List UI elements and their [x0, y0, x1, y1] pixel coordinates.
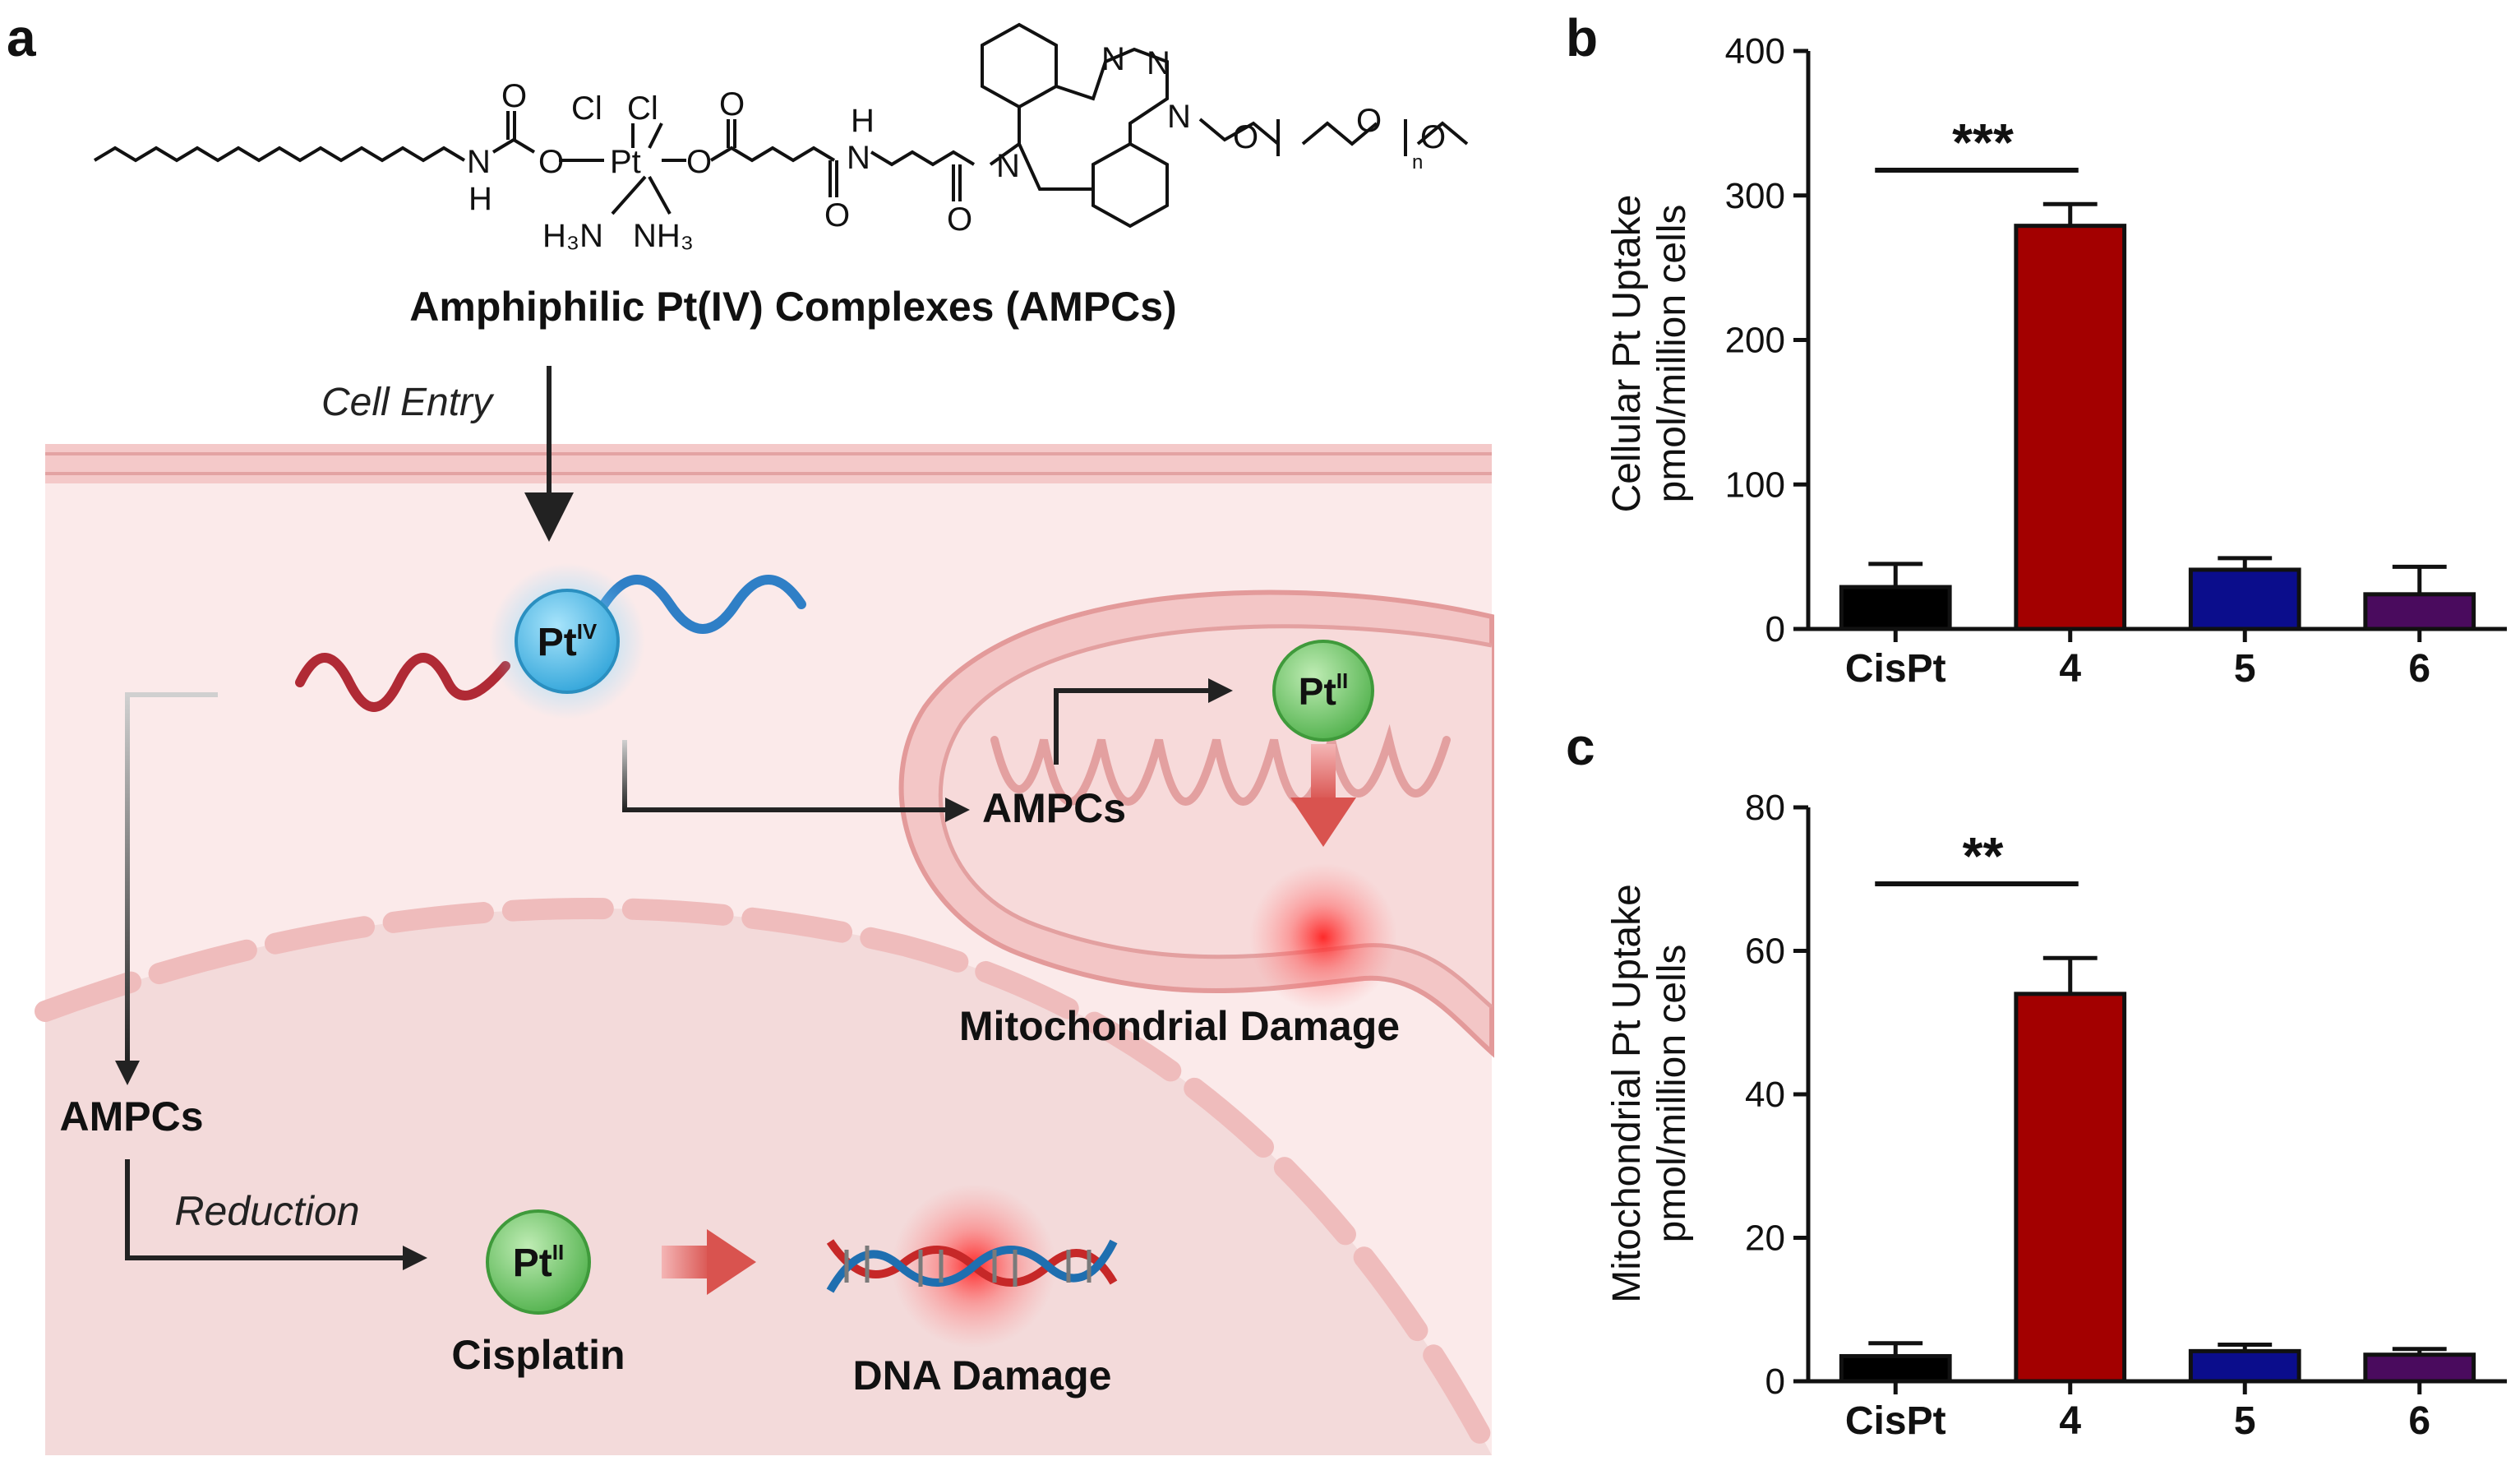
panel-label-b: b — [1566, 8, 1598, 67]
reduction-label: Reduction — [174, 1188, 359, 1234]
chart-cellular-uptake: b Cellular Pt Uptake pmol/million cells … — [1566, 8, 2507, 691]
svg-text:N: N — [996, 148, 1020, 184]
chart-c-bar-2 — [2188, 1348, 2301, 1384]
arrow-to-cytoplasm — [125, 692, 218, 1061]
svg-text:O: O — [1420, 119, 1446, 155]
chart-b-ytick-label-2: 200 — [1725, 321, 1785, 361]
arrow-to-pt-ii-mito — [1054, 688, 1208, 765]
molecule-title: Amphiphilic Pt(IV) Complexes (AMPCs) — [409, 284, 1176, 330]
nuclear-envelope — [35, 898, 1502, 1461]
chart-b-bar-0 — [1839, 585, 1952, 631]
panel-label-c: c — [1566, 717, 1595, 776]
chart-c-bar-0 — [1839, 1353, 1952, 1384]
ampcs-cyto-label: AMPCs — [59, 1093, 203, 1140]
plasma-membrane — [45, 444, 1492, 483]
mito-damage-arrow-shaft — [1311, 744, 1336, 802]
panel-label-a: a — [7, 8, 36, 67]
pt-ii-mito-sphere — [1272, 640, 1374, 742]
svg-text:Cl: Cl — [571, 90, 602, 127]
mito-damage-glow — [1249, 863, 1397, 1011]
arrow-to-mitochondria — [622, 740, 945, 812]
hydrophilic-tail — [599, 575, 806, 634]
chart-b-category-label-1: 4 — [2059, 647, 2081, 691]
svg-text:O: O — [686, 144, 712, 180]
svg-text:O: O — [501, 78, 527, 114]
chart-c-ytick-label-1: 20 — [1745, 1218, 1785, 1259]
svg-text:N: N — [1167, 99, 1191, 135]
svg-text:NH₃: NH₃ — [633, 218, 694, 254]
chart-mitochondrial-uptake: c Mitochondrial Pt Uptake pmol/million c… — [1566, 717, 2507, 1443]
svg-text:O: O — [947, 201, 972, 238]
chart-b-ylabel-1: Cellular Pt Uptake — [1605, 195, 1649, 513]
chart-c-category-label-1: 4 — [2059, 1399, 2081, 1443]
chart-c-ylabel-2: pmol/million cells — [1650, 945, 1694, 1243]
chart-b-ylabel-2: pmol/million cells — [1650, 205, 1694, 503]
svg-text:N: N — [847, 140, 870, 176]
dna-arrow-shaft — [662, 1246, 711, 1278]
pt-ii-mito-label: PtII — [1299, 668, 1348, 713]
cisplatin-pt-label: PtII — [513, 1240, 564, 1285]
svg-text:O: O — [1356, 103, 1382, 139]
chart-c-ytick-label-3: 60 — [1745, 932, 1785, 972]
svg-text:O: O — [719, 86, 745, 123]
svg-text:Pt: Pt — [610, 144, 641, 180]
svg-text:Cl: Cl — [627, 90, 658, 127]
chart-b-ytick-label-4: 400 — [1725, 31, 1785, 72]
svg-text:H₃N: H₃N — [542, 218, 603, 254]
svg-text:O: O — [538, 144, 564, 180]
chart-b-ytick-label-0: 0 — [1765, 609, 1785, 650]
chart-c-ytick-label-2: 40 — [1745, 1075, 1785, 1115]
chart-c-ylabel-1: Mitochondrial Pt Uptake — [1605, 884, 1649, 1303]
svg-text:O: O — [1233, 119, 1258, 155]
svg-text:N: N — [467, 144, 491, 180]
chart-b-bar-1 — [2014, 224, 2127, 631]
dna-damage-label: DNA Damage — [853, 1352, 1112, 1399]
svg-text:N: N — [1147, 45, 1170, 81]
reduction-arrow — [125, 1159, 403, 1260]
chart-b-bar-2 — [2188, 567, 2301, 631]
pt-iv-label: PtIV — [538, 619, 598, 664]
chart-b-bar-3 — [2363, 592, 2476, 631]
hydrophobic-tail — [295, 653, 510, 712]
cell-entry-label: Cell Entry — [321, 381, 495, 424]
svg-text:H: H — [851, 103, 875, 139]
chart-c-category-label-0: CisPt — [1845, 1399, 1946, 1443]
chart-c-bar-3 — [2363, 1352, 2476, 1384]
cisplatin-sphere — [486, 1209, 591, 1315]
svg-text:n: n — [1412, 151, 1423, 173]
dna-helix — [826, 1184, 1118, 1348]
chart-b-ytick-label-3: 300 — [1725, 176, 1785, 216]
svg-text:N: N — [1101, 41, 1125, 77]
chart-b-significance-label: *** — [1952, 113, 2014, 172]
molecule-atom-labels: Cl Cl Pt H₃N NH₃ N H O O O O O N H O N N… — [467, 41, 1446, 254]
chart-b-category-label-2: 5 — [2234, 647, 2256, 691]
chart-c-ytick-label-0: 0 — [1765, 1362, 1785, 1402]
pt-iv-sphere — [515, 589, 620, 694]
mito-damage-arrowhead — [1290, 798, 1356, 847]
dna-arrowhead — [707, 1229, 756, 1295]
chart-c-significance-label: ** — [1963, 826, 2004, 885]
cisplatin-label: Cisplatin — [451, 1332, 625, 1378]
molecule-structure — [93, 22, 1469, 229]
chart-c-bar-1 — [2014, 992, 2127, 1384]
svg-text:O: O — [824, 197, 850, 233]
chart-c-ytick-label-4: 80 — [1745, 788, 1785, 828]
chart-b-category-label-0: CisPt — [1845, 647, 1946, 691]
chart-c-category-label-3: 6 — [2408, 1399, 2430, 1443]
svg-text:H: H — [468, 181, 492, 217]
ampcs-mito-label: AMPCs — [982, 785, 1126, 831]
chart-b-ytick-label-1: 100 — [1725, 465, 1785, 505]
schematic-panel: a — [7, 8, 1502, 1461]
chart-c-category-label-2: 5 — [2234, 1399, 2256, 1443]
mito-damage-label: Mitochondrial Damage — [959, 1003, 1400, 1049]
chart-b-category-label-3: 6 — [2408, 647, 2430, 691]
